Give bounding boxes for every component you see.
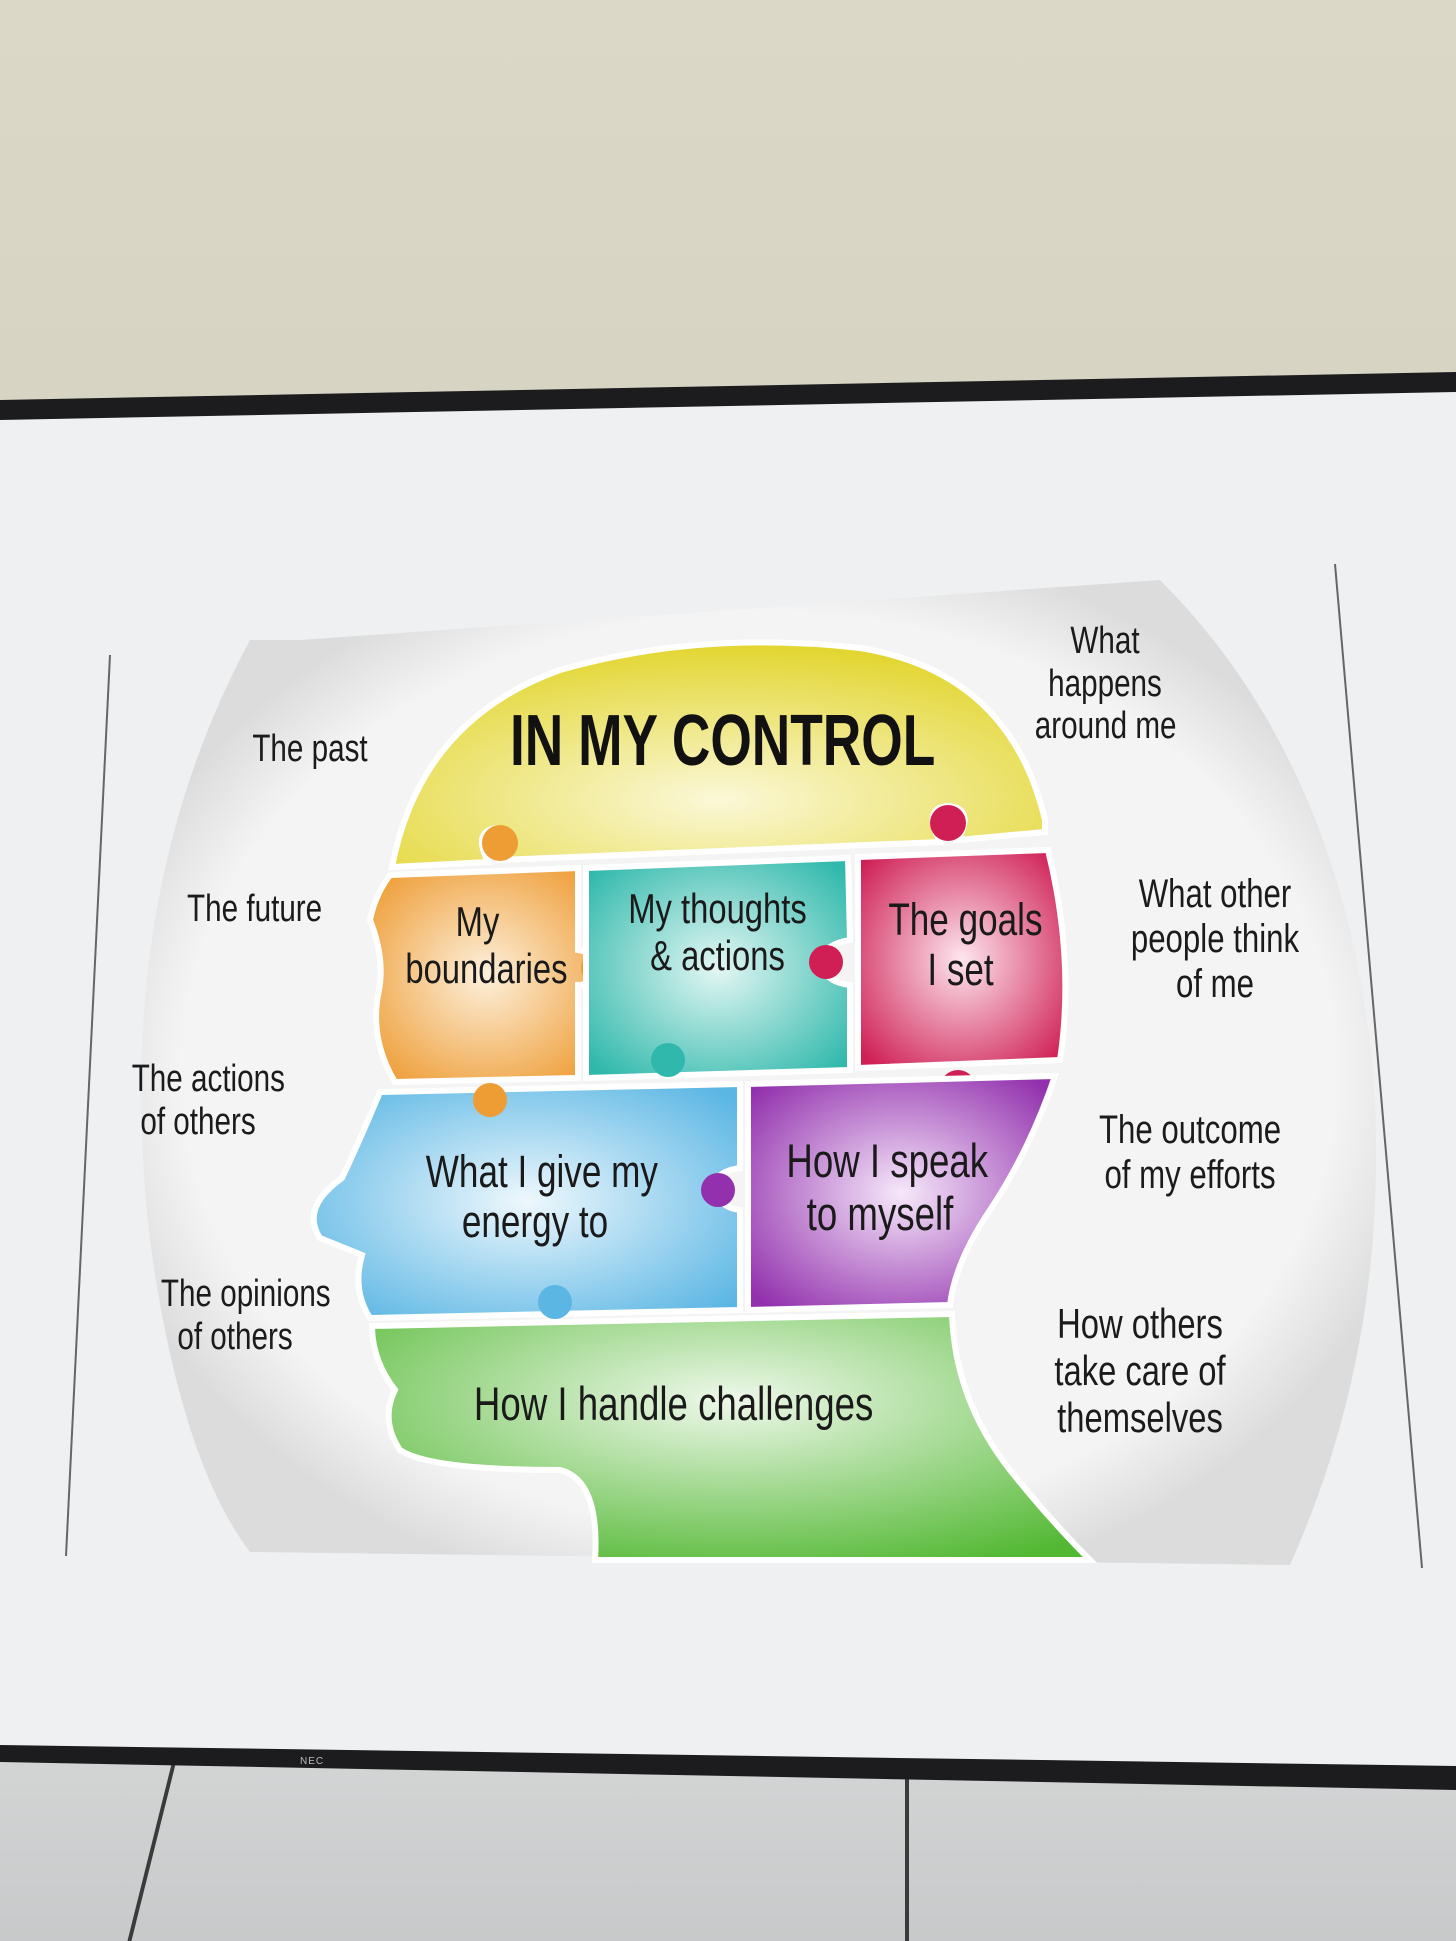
piece-green-shape <box>368 1310 1098 1563</box>
outside-what-happens: What happens around me <box>1034 620 1177 748</box>
outside-actions-of-others: The actions of others <box>131 1058 285 1143</box>
outside-what-others-think: What other people think of me <box>1130 872 1300 1006</box>
slide-right-rule <box>1334 563 1423 1569</box>
label-my-thoughts-actions: My thoughts & actions <box>628 885 807 980</box>
piece-purple-shape <box>745 1072 1060 1314</box>
label-my-boundaries: My boundaries <box>405 898 568 993</box>
label-energy: What I give my energy to <box>425 1146 658 1248</box>
outside-opinions-of-others: The opinions of others <box>160 1273 331 1358</box>
outside-the-future: The future <box>187 888 323 930</box>
knob-crimson-up <box>930 805 966 841</box>
knob-purple-left <box>701 1173 735 1207</box>
knob-orange-down <box>473 1083 507 1117</box>
label-goals-i-set: The goals I set <box>888 894 1043 996</box>
wall-seam-right <box>905 1760 909 1941</box>
knob-crimson-left <box>809 945 843 979</box>
knob-blue-down <box>538 1285 572 1319</box>
label-handle-challenges: How I handle challenges <box>473 1377 874 1430</box>
outside-the-past: The past <box>252 728 368 770</box>
knob-teal-down <box>651 1043 685 1077</box>
knob-orange-up <box>482 825 518 861</box>
label-speak-to-myself: How I speak to myself <box>786 1134 989 1240</box>
outside-outcome-of-efforts: The outcome of my efforts <box>1098 1108 1282 1197</box>
monitor-brand-logo: NEC <box>300 1756 325 1767</box>
slide-left-rule <box>65 654 111 1557</box>
slide-title: IN MY CONTROL <box>510 701 936 781</box>
outside-others-take-care: How others take care of themselves <box>1054 1300 1226 1442</box>
piece-crimson-shape <box>855 846 1069 1072</box>
